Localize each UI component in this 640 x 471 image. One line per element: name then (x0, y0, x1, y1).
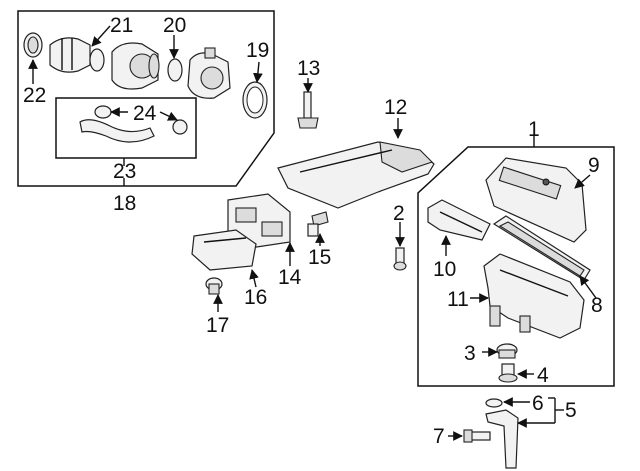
callout-13: 13 (297, 57, 320, 80)
callout-16: 16 (244, 286, 267, 309)
bolt-13 (297, 91, 319, 129)
lower-housing-11 (483, 253, 585, 339)
callout-5: 5 (565, 399, 577, 422)
callout-14: 14 (278, 266, 302, 289)
washer-6 (485, 398, 503, 408)
callout-19: 19 (246, 39, 269, 62)
group-box-23 (55, 97, 197, 159)
callout-2: 2 (393, 202, 405, 225)
callout-17: 17 (206, 314, 229, 337)
clamp-21 (89, 48, 105, 72)
callout-24: 24 (133, 102, 157, 125)
air-flow-sensor (187, 47, 231, 99)
filter-8 (492, 215, 591, 281)
callout-9: 9 (588, 154, 600, 177)
group-box-1 (417, 146, 615, 387)
group-box-18 (17, 10, 275, 187)
bracket-14 (227, 193, 291, 249)
callout-3: 3 (464, 342, 476, 365)
clamp-22 (23, 32, 43, 58)
clamp-24a (94, 105, 112, 119)
callout-23: 23 (113, 160, 136, 183)
upper-housing-9 (485, 157, 587, 243)
callout-6: 6 (532, 392, 544, 415)
intake-duct-12 (277, 141, 435, 209)
callout-10: 10 (433, 258, 456, 281)
hose-23 (79, 119, 155, 143)
bolt-2 (393, 247, 407, 271)
resonator (111, 42, 160, 90)
grommet-3 (496, 343, 518, 359)
callout-11: 11 (447, 288, 469, 311)
bracket-5 (485, 409, 519, 469)
callout-15: 15 (308, 246, 331, 269)
cover-10 (427, 199, 491, 241)
clamp-24b (172, 119, 188, 135)
ring-19 (242, 81, 268, 119)
bolt-7 (463, 429, 491, 443)
callout-8: 8 (591, 294, 603, 317)
callout-12: 12 (384, 96, 407, 119)
bolt-15 (307, 211, 329, 237)
callout-21: 21 (110, 14, 133, 37)
hose-21 (49, 37, 91, 73)
callout-1: 1 (528, 118, 540, 141)
callout-18: 18 (113, 192, 136, 215)
callout-4: 4 (537, 364, 549, 387)
grommet-17 (205, 277, 223, 295)
bracket-16 (191, 229, 257, 271)
insulator-4 (498, 363, 518, 383)
callout-22: 22 (23, 84, 46, 107)
callout-20: 20 (163, 14, 186, 37)
callout-7: 7 (433, 425, 445, 448)
clamp-20 (167, 58, 183, 82)
